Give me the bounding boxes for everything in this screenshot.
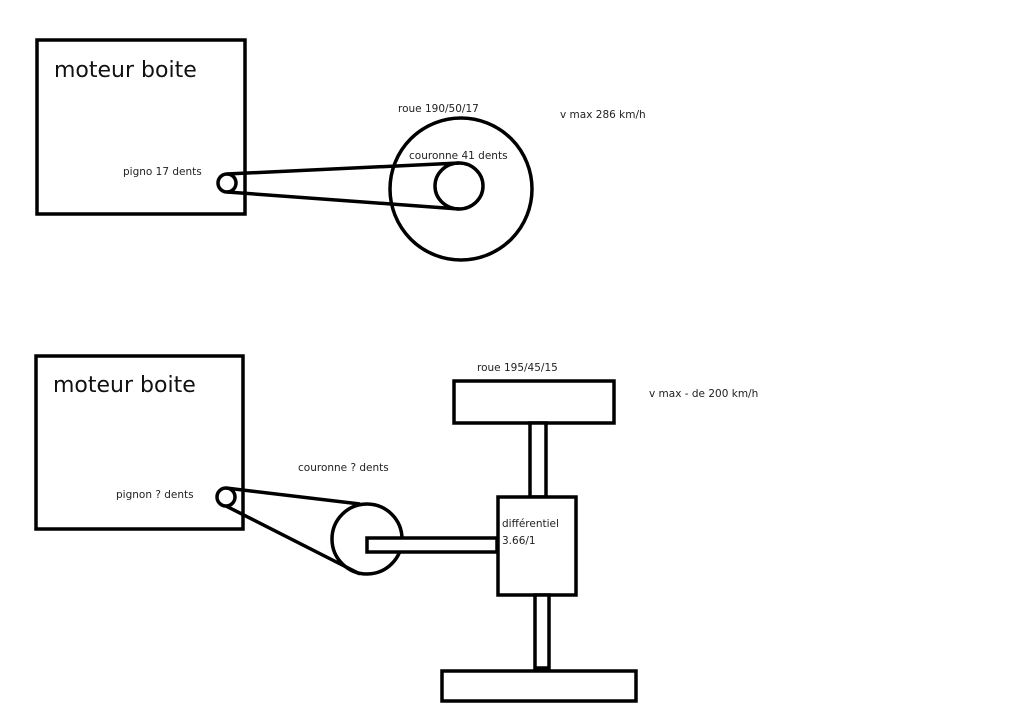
differential-label: différentiel [502,518,559,530]
top-engine-box [35,38,247,216]
top-crown-label: couronne 41 dents [409,150,508,162]
top-vmax-label: v max 286 km/h [560,109,646,121]
bottom-vmax-label: v max - de 200 km/h [649,388,758,400]
top-chain-upper [226,161,460,176]
top-engine-label: moteur boite [54,58,197,83]
bottom-drivetrain: moteur boite pignon ? dents couronne ? d… [34,354,758,703]
lower-wheel [440,669,638,703]
upper-axle [528,421,548,499]
bottom-chain-lower [225,504,361,576]
bottom-engine-label: moteur boite [53,373,196,398]
top-wheel [388,116,534,262]
bottom-wheel-label: roue 195/45/15 [477,362,558,374]
differential-ratio: 3.66/1 [502,535,536,547]
top-wheel-label: roue 190/50/17 [398,103,479,115]
bottom-pinion-label: pignon ? dents [116,489,194,501]
bottom-chain-upper [225,486,361,506]
upper-wheel [452,379,616,425]
bottom-crown-label: couronne ? dents [298,462,389,474]
drive-shaft [365,536,499,554]
top-chain-lower [226,190,460,211]
top-drivetrain: moteur boite pigno 17 dents roue 190/50/… [35,38,646,262]
lower-axle [533,593,551,670]
bottom-engine-box [34,354,245,531]
top-pinion-label: pigno 17 dents [123,166,202,178]
